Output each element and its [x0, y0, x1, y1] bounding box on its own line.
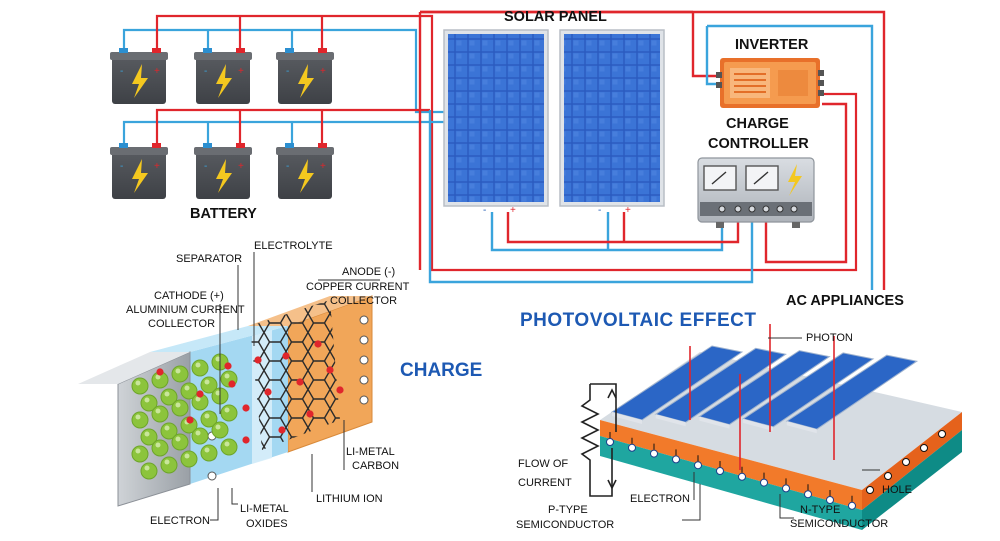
battery-unit: -+	[110, 48, 168, 104]
label-p-type-line2: SEMICONDUCTOR	[516, 519, 615, 531]
label-anode-line3: COLLECTOR	[330, 295, 398, 307]
label-battery: BATTERY	[190, 206, 257, 222]
label-flow-of-current-line1: FLOW OF	[518, 458, 569, 470]
svg-text:+: +	[238, 66, 244, 77]
svg-text:-: -	[286, 66, 289, 77]
label-li-metal-oxides-line2: OXIDES	[246, 518, 288, 530]
inverter-unit	[716, 58, 824, 108]
label-li-metal-oxides-line1: LI-METAL	[240, 503, 289, 515]
label-n-type-line1: N-TYPE	[800, 504, 841, 516]
label-charge-controller-line1: CHARGE	[726, 116, 789, 132]
battery-unit: -+	[276, 143, 334, 199]
cathode-particles	[131, 353, 238, 480]
panel-right-plus: +	[625, 205, 631, 216]
svg-text:+: +	[154, 161, 160, 172]
charge-controller-unit	[697, 157, 815, 228]
label-inverter: INVERTER	[735, 37, 809, 53]
svg-text:+: +	[320, 66, 326, 77]
label-anode-line1: ANODE (-)	[342, 266, 396, 278]
panel-right-minus: -	[598, 205, 602, 216]
system-wiring	[418, 10, 886, 290]
lightning-bolt-icon	[216, 159, 232, 193]
lightning-bolt-icon	[132, 159, 148, 193]
solar-panel-right	[559, 29, 665, 207]
label-li-metal-carbon-line1: LI-METAL	[346, 446, 395, 458]
battery-wiring	[122, 14, 858, 272]
svg-text:-: -	[204, 66, 207, 77]
label-lithium-ion: LITHIUM ION	[316, 493, 383, 505]
pv-strips	[610, 345, 919, 434]
label-charge: CHARGE	[400, 360, 483, 381]
svg-text:+: +	[154, 66, 160, 77]
label-electron-left: ELECTRON	[150, 515, 210, 527]
label-photon: PHOTON	[806, 332, 853, 344]
svg-text:-: -	[204, 161, 207, 172]
battery-unit: -+	[194, 48, 252, 104]
battery-unit: -+	[276, 48, 334, 104]
label-p-type-line1: P-TYPE	[548, 504, 588, 516]
battery-unit: -+	[110, 143, 168, 199]
photon-rays	[689, 324, 835, 470]
lightning-bolt-icon	[132, 64, 148, 98]
label-n-type-line2: SEMICONDUCTOR	[790, 518, 889, 530]
lightning-bolt-icon	[298, 159, 314, 193]
label-separator: SEPARATOR	[176, 253, 243, 265]
label-anode-line2: COPPER CURRENT	[306, 281, 410, 293]
battery-unit: -+	[194, 143, 252, 199]
label-electrolyte: ELECTROLYTE	[254, 240, 333, 252]
lithium-ions	[156, 340, 344, 444]
label-photovoltaic-effect: PHOTOVOLTAIC EFFECT	[520, 310, 757, 331]
svg-text:-: -	[120, 66, 123, 77]
lightning-bolt-icon	[788, 164, 802, 196]
lightning-bolt-icon	[298, 64, 314, 98]
label-ac-appliances: AC APPLIANCES	[786, 293, 904, 309]
leader-lines	[210, 252, 880, 521]
label-solar-panel: SOLAR PANEL	[504, 9, 607, 25]
battery-bank: -+-+-+-+-+-+	[110, 48, 334, 199]
label-flow-of-current-line2: CURRENT	[518, 477, 572, 489]
svg-text:+: +	[320, 161, 326, 172]
label-charge-controller-line2: CONTROLLER	[708, 136, 809, 152]
resistor-circuit	[580, 383, 617, 497]
panel-left-minus: -	[483, 205, 487, 216]
panel-left-plus: +	[510, 205, 516, 216]
svg-text:+: +	[238, 161, 244, 172]
svg-text:-: -	[120, 161, 123, 172]
label-cathode-line3: COLLECTOR	[148, 318, 216, 330]
charge-carriers	[606, 430, 946, 510]
lithium-ion-cell	[78, 295, 373, 507]
label-hole: HOLE	[882, 484, 912, 496]
label-li-metal-carbon-line2: CARBON	[352, 460, 400, 472]
svg-text:-: -	[286, 161, 289, 172]
solar-panel-left	[443, 29, 549, 207]
lightning-bolt-icon	[216, 64, 232, 98]
label-cathode-line1: CATHODE (+)	[154, 290, 224, 302]
label-cathode-line2: ALUMINIUM CURRENT	[126, 304, 245, 316]
label-electron-right: ELECTRON	[630, 493, 690, 505]
